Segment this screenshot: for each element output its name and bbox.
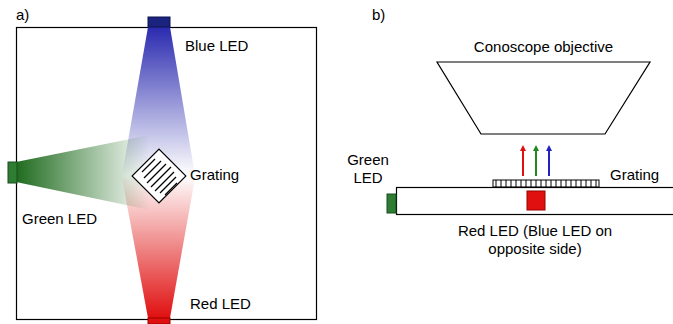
grating-label: Grating xyxy=(610,166,659,184)
led-label: Green LED xyxy=(343,151,393,187)
objective-lens: Conoscope objective xyxy=(437,38,650,56)
objective-label: Conoscope objective xyxy=(437,38,650,56)
panel-letter: a) xyxy=(16,6,29,24)
led-label: Red LED xyxy=(190,295,251,313)
grating-label: Grating xyxy=(190,166,239,184)
led-label: Green LED xyxy=(22,210,97,228)
panel-letter: b) xyxy=(372,6,385,24)
led-label: Blue LED xyxy=(185,37,248,55)
led-label: Red LED (Blue LED on opposite side) xyxy=(440,222,630,258)
